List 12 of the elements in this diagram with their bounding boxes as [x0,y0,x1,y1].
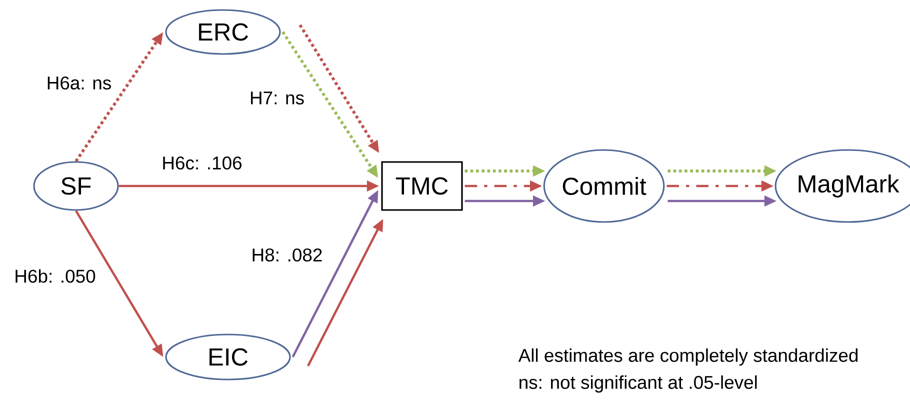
process-box: TMC [381,161,463,211]
ellipse-node: SF [33,161,119,211]
edge-label: H7: ns [251,92,304,104]
edge-label: H6c: .106 [163,156,242,170]
ellipse-node: ERC [165,9,281,55]
note-text: All estimates are completely standardized [518,348,858,366]
note-text: ns: not significant at .05-level [520,375,757,393]
edge-label: H6b: .050 [16,269,96,283]
ellipse-node: EIC [165,334,291,380]
edge-label: H8: .082 [252,248,322,262]
ellipse-node: Commit [543,149,665,223]
edge-label: H6a: ns [48,76,111,90]
